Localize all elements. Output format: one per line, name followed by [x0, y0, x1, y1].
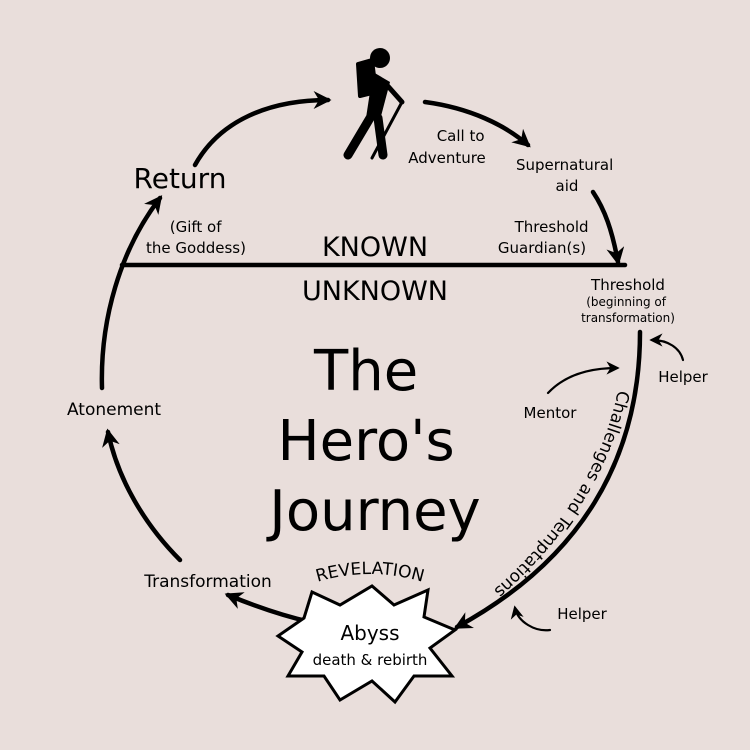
- arc-aid-to-threshold: [590, 189, 625, 266]
- label-abyss: Abyss: [340, 621, 399, 645]
- arc-transformation-to-atonement: [102, 428, 183, 563]
- label-call-to-adventure: Call to Adventure: [408, 127, 489, 167]
- abyss-starburst: [275, 584, 459, 705]
- label-threshold-note: (beginning of transformation): [581, 295, 675, 325]
- label-abyss-note: death & rebirth: [313, 651, 428, 669]
- label-transformation: Transformation: [143, 572, 272, 592]
- label-known: KNOWN: [322, 232, 428, 263]
- arc-top-to-aid: [422, 99, 531, 148]
- arc-atonement-to-return: [99, 195, 163, 391]
- diagram-title: The Hero's Journey: [266, 339, 480, 544]
- mentor-arrow: [546, 361, 620, 395]
- label-atonement: Atonement: [67, 400, 161, 420]
- label-helper-top: Helper: [658, 368, 708, 386]
- label-supernatural-aid: Supernatural aid: [516, 156, 618, 195]
- arc-return-to-top: [192, 91, 332, 168]
- hiker-icon: [343, 48, 405, 160]
- label-unknown: UNKNOWN: [302, 276, 448, 307]
- label-threshold: Threshold: [590, 276, 665, 294]
- label-return: Return: [134, 162, 227, 195]
- arc-threshold-to-abyss: [453, 329, 643, 630]
- label-gift-of-the-goddess: (Gift of the Goddess): [146, 218, 246, 257]
- helper-top-arrow: [649, 333, 685, 362]
- label-threshold-guardians: Threshold Guardian(s): [498, 218, 593, 257]
- arc-abyss-to-transformation: [224, 592, 313, 625]
- helper-bottom-arrow: [510, 605, 552, 632]
- label-helper-bottom: Helper: [557, 605, 607, 623]
- label-revelation: REVELATION: [314, 559, 427, 587]
- label-mentor: Mentor: [524, 404, 578, 422]
